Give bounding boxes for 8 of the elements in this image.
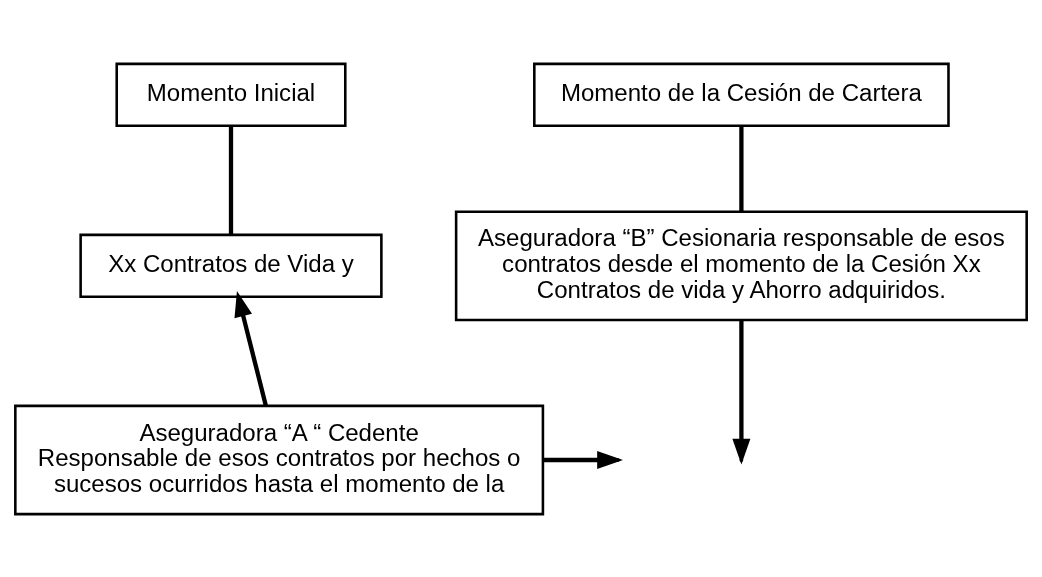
arrow: [234, 290, 268, 406]
node-box: Momento Inicial: [115, 62, 347, 127]
node-box: Xx Contratos de Vida y: [79, 233, 383, 298]
connector: [228, 126, 234, 234]
connector: [739, 126, 744, 211]
node-box: Aseguradora “A “ Cedente Responsable de esos contratos por hechos o sucesos ocurridos hasta el momento de la: [14, 404, 545, 515]
node-box: Aseguradora “B” Cesionaria responsable de esos contratos desde el momento de la Cesión Xx Contratos de vida y Ahorro adquiridos.: [454, 209, 1028, 321]
node-box: Momento de la Cesión de Cartera: [533, 62, 950, 127]
